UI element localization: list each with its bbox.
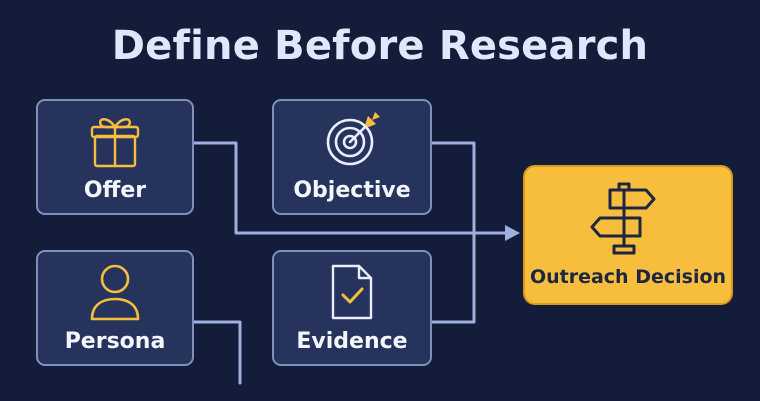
node-outreach-decision-label: Outreach Decision <box>529 266 727 288</box>
node-evidence-label: Evidence <box>296 329 408 354</box>
node-evidence: Evidence <box>272 250 432 366</box>
node-persona-label: Persona <box>64 329 166 354</box>
diagram-title: Define Before Research <box>111 23 649 69</box>
document-check-icon <box>329 263 375 325</box>
node-offer-label: Offer <box>83 178 147 203</box>
arrow-head-icon <box>505 225 520 241</box>
gift-icon <box>90 114 140 172</box>
connector-objective-to-decision <box>430 141 476 235</box>
node-offer: Offer <box>36 99 194 215</box>
node-objective-label: Objective <box>293 178 411 203</box>
person-icon <box>88 263 142 325</box>
node-persona: Persona <box>36 250 194 366</box>
node-outreach-decision: Outreach Decision <box>523 165 733 305</box>
connector-evidence-to-decision <box>430 231 476 324</box>
target-icon <box>324 112 380 172</box>
connector-offer-to-decision <box>192 141 508 235</box>
signpost-icon <box>588 180 668 260</box>
node-objective: Objective <box>272 99 432 215</box>
connector-persona-downward <box>192 320 242 385</box>
